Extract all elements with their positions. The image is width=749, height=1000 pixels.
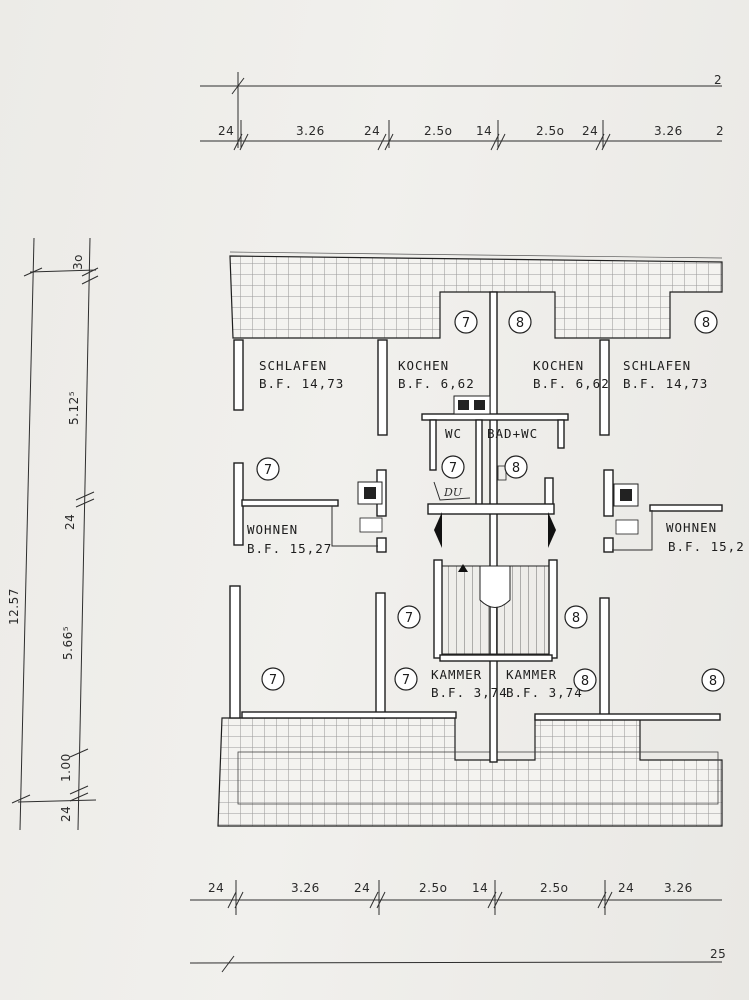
room-kammer-right-area: B.F. 3,74 [506,685,583,700]
svg-text:8: 8 [702,316,710,331]
roof-bottom [217,715,723,827]
bottom-dimension-chain: 24 3.26 24 2.5o 14 2.5o 24 3.26 25 [189,880,726,973]
unit-marker: 8 [694,310,718,334]
unit-marker: 8 [564,605,588,629]
svg-text:8: 8 [512,461,520,476]
unit-marker: 7 [261,667,285,691]
dim-top-1: 24 [218,124,234,138]
dim-left-2: 5.12⁵ [67,391,81,425]
dim-left-total: 12.57 [7,588,21,625]
svg-text:7: 7 [462,316,470,331]
unit-marker: 7 [454,310,478,334]
room-wohnen-left: WOHNEN [247,522,298,537]
dim-top-6: 2.5o [536,124,564,138]
room-wohnen-right: WOHNEN [666,520,717,535]
dim-left-6: 24 [59,806,73,822]
dim-bottom-total: 25 [710,947,726,961]
fixtures [331,395,653,655]
room-wohnen-left-area: B.F. 15,27 [247,541,332,556]
dim-bottom-6: 2.5o [540,881,568,895]
dim-top-4: 2.5o [424,124,452,138]
room-schlafen-left-area: B.F. 14,73 [259,376,344,391]
room-schlafen-left: SCHLAFEN [259,358,327,373]
room-kochen-right-area: B.F. 6,62 [533,376,610,391]
room-kochen-left-area: B.F. 6,62 [398,376,475,391]
dim-bottom-2: 3.26 [291,881,320,895]
unit-marker: 8 [573,668,597,692]
room-kammer-right: KAMMER [506,667,557,682]
dim-left-1: 3o [71,254,85,270]
room-kammer-left-area: B.F. 3,74 [431,685,508,700]
room-wc: WC [445,426,462,441]
dim-bottom-7: 24 [618,881,634,895]
unit-marker: 7 [441,455,465,479]
dim-bottom-4: 2.5o [419,881,447,895]
room-kochen-right: KOCHEN [533,358,584,373]
svg-text:7: 7 [449,461,457,476]
unit-marker: 7 [256,457,280,481]
svg-text:8: 8 [516,316,524,331]
dim-bottom-5: 14 [472,881,488,895]
room-schlafen-right-area: B.F. 14,73 [623,376,708,391]
top-dimension-chain: 2 24 3.26 24 2.5o 14 2.5o 24 3.26 2 [200,72,724,151]
room-wohnen-right-area: B.F. 15,2 [668,539,745,554]
unit-marker: 7 [397,605,421,629]
dim-bottom-1: 24 [208,881,224,895]
room-schlafen-right: SCHLAFEN [623,358,691,373]
dim-top-7: 24 [582,124,598,138]
room-kochen-left: KOCHEN [398,358,449,373]
svg-text:8: 8 [572,611,580,626]
dim-left-4: 5.66⁵ [61,626,75,660]
dim-bottom-3: 24 [354,881,370,895]
roof-top [229,251,723,339]
left-dimension-chain: 12.57 3o 5.12⁵ 24 5.66⁵ 1.00 24 [7,237,99,831]
svg-text:7: 7 [402,673,410,688]
unit-markers: 7 8 8 7 7 8 7 8 7 7 8 8 [256,310,725,692]
dim-top-5: 14 [476,124,492,138]
svg-text:8: 8 [709,674,717,689]
dim-left-3: 24 [63,514,77,530]
handwritten-note: DU [443,486,463,499]
dim-bottom-8: 3.26 [664,881,693,895]
dim-left-5: 1.00 [59,753,73,782]
unit-marker: 8 [508,310,532,334]
unit-marker: 7 [394,667,418,691]
svg-text:7: 7 [264,463,272,478]
room-labels: SCHLAFEN B.F. 14,73 KOCHEN B.F. 6,62 KOC… [247,358,745,700]
unit-marker: 8 [504,455,528,479]
svg-text:7: 7 [405,611,413,626]
dim-top-9: 2 [716,124,724,138]
dim-top-8: 3.26 [654,124,683,138]
svg-text:7: 7 [269,673,277,688]
room-bad-wc: BAD+WC [487,426,538,441]
room-kammer-left: KAMMER [431,667,482,682]
svg-text:8: 8 [581,674,589,689]
dim-top-2: 3.26 [296,124,325,138]
unit-marker: 8 [701,668,725,692]
dim-top-3: 24 [364,124,380,138]
dim-top-edge: 2 [714,73,722,87]
